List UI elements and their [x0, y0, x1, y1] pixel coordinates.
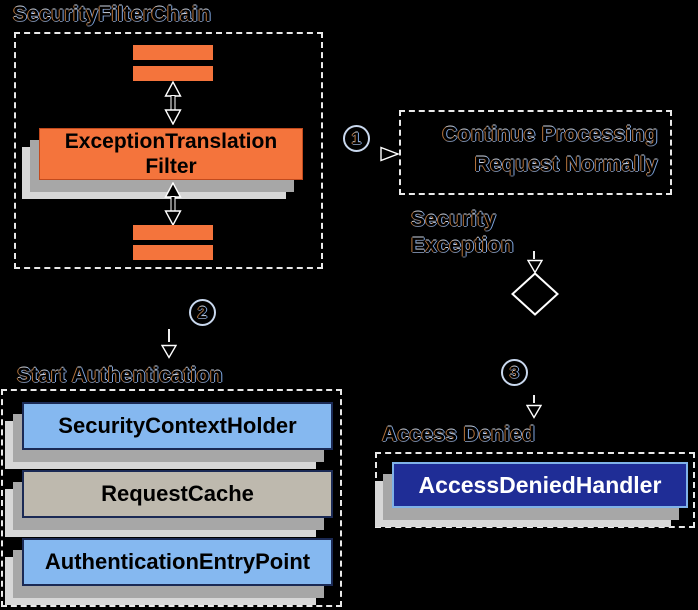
step-3-badge: 3	[501, 359, 528, 386]
security-exception-line2: Exception	[411, 234, 515, 257]
filter-name-line2: Filter	[145, 155, 197, 178]
connector-stub	[168, 329, 170, 342]
double-arrow-icon	[164, 81, 182, 125]
security-filter-chain-title: SecurityFilterChain	[13, 3, 212, 26]
step-3-number: 3	[509, 362, 520, 382]
start-authentication-box	[1, 389, 342, 607]
filter-bar	[133, 245, 213, 260]
filter-bar	[133, 225, 213, 240]
arrow-right-icon	[380, 146, 400, 162]
filter-bar	[133, 45, 213, 60]
decision-diamond	[511, 272, 559, 316]
security-exception-label: Security Exception	[411, 207, 514, 259]
arrow-down-icon	[527, 259, 543, 274]
request-cache-box: RequestCache	[22, 470, 333, 518]
filter-name-line1: ExceptionTranslation	[64, 130, 278, 153]
security-filter-chain-box	[14, 32, 323, 269]
step-1-badge: 1	[343, 125, 370, 152]
filter-bar	[133, 66, 213, 81]
continue-line2: Request Normally	[474, 153, 658, 176]
access-denied-handler-box: AccessDeniedHandler	[392, 462, 688, 508]
access-denied-label: Access Denied	[382, 423, 536, 446]
continue-line1: Continue Processing	[442, 123, 658, 146]
start-authentication-label: Start Authentication	[17, 364, 223, 387]
authentication-entry-point-box: AuthenticationEntryPoint	[22, 538, 333, 586]
connector-stub	[533, 395, 535, 403]
access-denied-handler-card: AccessDeniedHandler	[375, 462, 688, 527]
authentication-entry-point-card: AuthenticationEntryPoint	[5, 538, 333, 605]
security-context-holder-box: SecurityContextHolder	[22, 402, 333, 450]
double-arrow-icon	[164, 182, 182, 226]
request-cache-card: RequestCache	[5, 470, 333, 537]
connector-stub	[533, 251, 535, 259]
continue-processing-box: Continue Processing Request Normally	[399, 110, 672, 195]
exception-translation-filter-box: ExceptionTranslation Filter	[39, 128, 303, 180]
security-exception-line1: Security	[411, 208, 497, 231]
step-1-number: 1	[351, 128, 362, 148]
arrow-down-icon	[161, 344, 177, 359]
exception-translation-filter-card: ExceptionTranslation Filter	[22, 128, 303, 199]
arrow-down-icon	[526, 404, 542, 419]
step-2-badge: 2	[189, 299, 216, 326]
step-2-number: 2	[197, 302, 208, 322]
security-context-holder-card: SecurityContextHolder	[5, 402, 333, 469]
